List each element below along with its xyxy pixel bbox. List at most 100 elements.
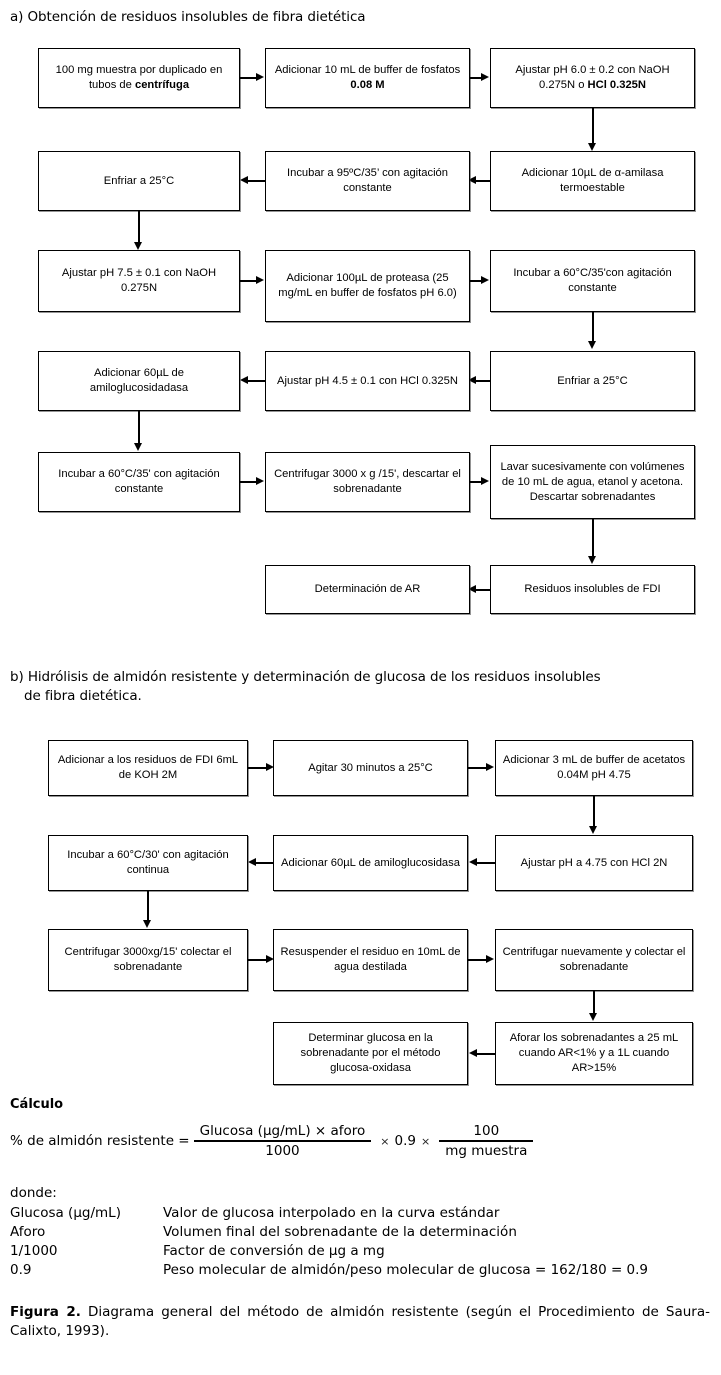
connector-a11-a12 (244, 380, 265, 382)
flowchart-box-b6-label: Incubar a 60°C/30' con agitación continu… (67, 849, 229, 876)
flowchart-box-b7-label: Centrifugar 3000xg/15' colectar el sobre… (64, 946, 232, 973)
arrowhead-b3-b4 (589, 826, 597, 834)
flowchart-box-b10: Aforar los sobrenadantes a 25 mL cuando … (495, 1022, 693, 1085)
formula-fraction-2: 100 mg muestra (439, 1123, 534, 1159)
flowchart-box-b3: Adicionar 3 mL de buffer de acetatos 0.0… (495, 740, 693, 796)
a1-part-0: 100 mg muestra por duplicado en tubos de (55, 64, 223, 91)
arrowhead-a8-a9 (481, 276, 489, 284)
connector-a4-a5 (472, 180, 490, 182)
arrowhead-a16-a17 (468, 585, 476, 593)
flowchart-box-b3-label: Adicionar 3 mL de buffer de acetatos 0.0… (502, 754, 686, 781)
flowchart-box-a7: Ajustar pH 7.5 ± 0.1 con NaOH 0.275N (38, 250, 240, 312)
definition-term: Glucosa (µg/mL) (10, 1205, 121, 1221)
connector-b7-b8 (248, 959, 267, 961)
definition-desc: Peso molecular de almidón/peso molecular… (163, 1262, 649, 1278)
flowchart-box-a1: 100 mg muestra por duplicado en tubos de… (38, 48, 240, 108)
flowchart-box-b6: Incubar a 60°C/30' con agitación continu… (48, 835, 248, 891)
section-b-heading-line2: de fibra dietética. (24, 688, 142, 704)
connector-a5-a6 (244, 180, 265, 182)
flowchart-box-a7-label: Ajustar pH 7.5 ± 0.1 con NaOH 0.275N (61, 267, 217, 294)
flowchart-box-a11-label: Ajustar pH 4.5 ± 0.1 con HCl 0.325N (277, 374, 458, 387)
formula-fraction-1-denominator: 1000 (265, 1142, 300, 1159)
flowchart-box-b10-label: Aforar los sobrenadantes a 25 mL cuando … (509, 1032, 679, 1074)
formula-almidon-resistente: % de almidón resistente = Glucosa (µg/mL… (10, 1112, 710, 1170)
arrowhead-b10-b11 (469, 1049, 477, 1057)
section-a-heading-text: a) Obtención de residuos insolubles de f… (10, 9, 366, 25)
connector-a3-a4 (592, 108, 594, 146)
arrowhead-a15-a16 (588, 556, 596, 564)
definition-term: 1/1000 (10, 1243, 58, 1259)
a3-part-0: Ajustar pH 6.0 ± 0.2 con NaOH 0.275N o (515, 64, 670, 91)
arrowhead-a5-a6 (240, 176, 248, 184)
flowchart-box-a1-label: 100 mg muestra por duplicado en tubos de… (44, 63, 234, 93)
connector-a13-a14 (240, 481, 257, 483)
flowchart-box-b1-label: Adicionar a los residuos de FDI 6mL de K… (57, 754, 239, 781)
section-b-heading-line1: b) Hidrólisis de almidón resistente y de… (10, 669, 601, 685)
figure-caption-lead: Figura 2. (10, 1304, 81, 1320)
flowchart-box-b4: Ajustar pH a 4.75 con HCl 2N (495, 835, 693, 891)
arrowhead-a11-a12 (240, 376, 248, 384)
flowchart-box-a13-label: Incubar a 60°C/35' con agitación constan… (58, 468, 220, 495)
definition-term: 0.9 (10, 1262, 32, 1278)
definition-row: 1/1000 Factor de conversión de µg a mg (10, 1242, 710, 1261)
flowchart-box-a16-label: Residuos insolubles de FDI (524, 583, 661, 595)
flowchart-box-a17-label: Determinación de AR (314, 583, 421, 595)
definition-row: Glucosa (µg/mL) Valor de glucosa interpo… (10, 1204, 710, 1223)
arrowhead-a3-a4 (588, 143, 596, 151)
flowchart-box-a12-label: Adicionar 60µL de amiloglucosidadasa (89, 367, 189, 394)
flowchart-box-a5: Incubar a 95ºC/35’ con agitación constan… (265, 151, 470, 211)
arrowhead-b6-b7 (143, 920, 151, 928)
flowchart-box-a10-label: Enfriar a 25°C (557, 374, 628, 387)
connector-a10-a11 (472, 380, 490, 382)
a2-part-1: 0.08 M (350, 79, 385, 91)
connector-a16-a17 (472, 589, 490, 591)
flowchart-box-b9-label: Centrifugar nuevamente y colectar el sob… (502, 946, 686, 973)
formula-lhs: % de almidón resistente = (10, 1133, 190, 1149)
flowchart-box-a6-label: Enfriar a 25°C (103, 174, 175, 187)
flowchart-box-a14: Centrifugar 3000 x g /15', descartar el … (265, 452, 470, 512)
flowchart-box-a4: Adicionar 10µL de α-amilasa termoestable (490, 151, 695, 211)
flowchart-box-a17: Determinación de AR (265, 565, 470, 614)
connector-a14-a15 (470, 481, 483, 483)
flowchart-box-a8-label: Adicionar 100µL de proteasa (25 mg/mL en… (278, 272, 457, 299)
arrowhead-b7-b8 (266, 955, 274, 963)
definitions-list: Glucosa (µg/mL) Valor de glucosa interpo… (10, 1204, 710, 1280)
flowchart-box-b2: Agitar 30 minutos a 25°C (273, 740, 468, 796)
connector-b6-b7 (147, 891, 149, 923)
connector-b2-b3 (468, 767, 488, 769)
arrowhead-a4-a5 (468, 176, 476, 184)
definition-term: Aforo (10, 1224, 46, 1240)
arrowhead-b4-b5 (469, 858, 477, 866)
flowchart-box-b7: Centrifugar 3000xg/15' colectar el sobre… (48, 929, 248, 991)
arrowhead-b9-b10 (589, 1013, 597, 1021)
flowchart-box-a4-label: Adicionar 10µL de α-amilasa termoestable (521, 167, 664, 194)
flowchart-box-b1: Adicionar a los residuos de FDI 6mL de K… (48, 740, 248, 796)
arrowhead-a10-a11 (468, 376, 476, 384)
flowchart-box-b11: Determinar glucosa en la sobrenadante po… (273, 1022, 468, 1085)
flowchart-box-a16: Residuos insolubles de FDI (490, 565, 695, 614)
flowchart-box-a5-label: Incubar a 95ºC/35’ con agitación constan… (286, 167, 449, 194)
flowchart-box-a3: Ajustar pH 6.0 ± 0.2 con NaOH 0.275N o H… (490, 48, 695, 108)
arrowhead-a9-a10 (588, 341, 596, 349)
connector-b9-b10 (593, 991, 595, 1016)
section-b-heading: b) Hidrólisis de almidón resistente y de… (10, 668, 710, 706)
arrowhead-b1-b2 (266, 763, 274, 771)
formula-fraction-1-bar (193, 1140, 372, 1142)
a2-part-0: Adicionar 10 mL de buffer de fosfatos (274, 64, 461, 76)
definition-desc: Valor de glucosa interpolado en la curva… (163, 1205, 500, 1221)
formula-fraction-2-bar (439, 1140, 534, 1142)
arrowhead-a6-a7 (134, 242, 142, 250)
connector-a1-a2 (240, 77, 257, 79)
connector-a12-a13 (138, 411, 140, 446)
definition-desc: Volumen final del sobrenadante de la det… (163, 1224, 517, 1240)
section-a-heading: a) Obtención de residuos insolubles de f… (10, 8, 710, 27)
arrowhead-b2-b3 (486, 763, 494, 771)
flowchart-box-a9: Incubar a 60°C/35'con agitación constant… (490, 250, 695, 312)
a3-part-1: HCl 0.325N (587, 79, 646, 91)
formula-fraction-2-numerator: 100 (473, 1123, 500, 1140)
arrowhead-a13-a14 (256, 477, 264, 485)
connector-b1-b2 (248, 767, 267, 769)
arrowhead-a14-a15 (481, 477, 489, 485)
flowchart-box-b2-label: Agitar 30 minutos a 25°C (308, 761, 433, 774)
figure-caption-text: Diagrama general del método de almidón r… (10, 1304, 710, 1339)
